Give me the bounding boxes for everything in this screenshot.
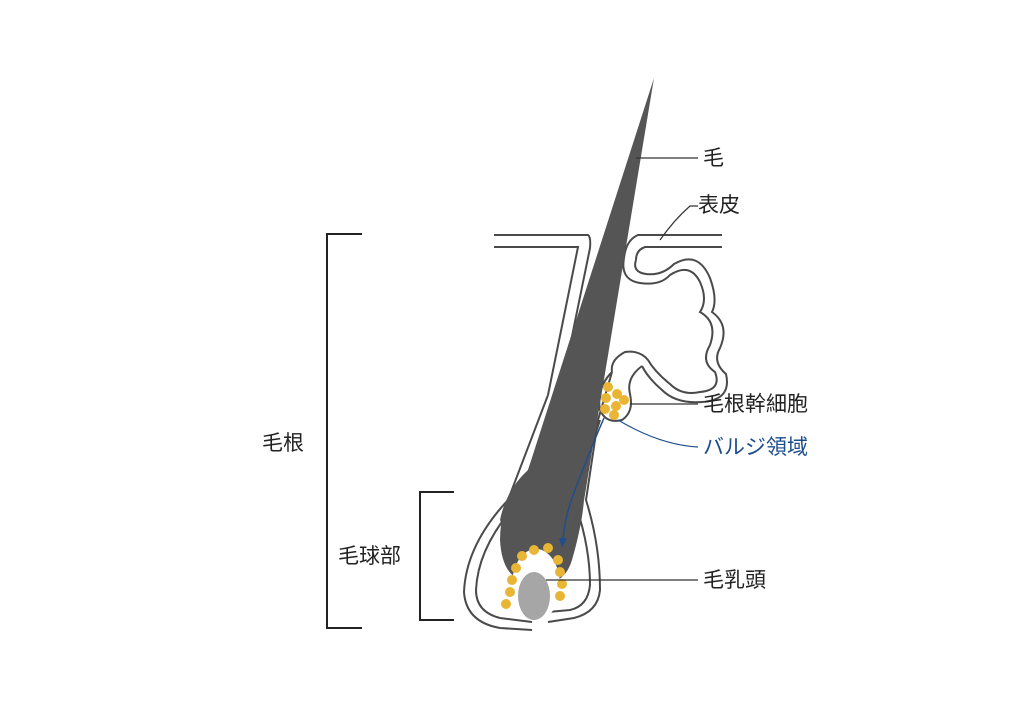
matrix-cell bbox=[507, 575, 517, 585]
epidermis-leader-line bbox=[659, 205, 698, 241]
leader-lines bbox=[546, 157, 699, 581]
matrix-cell bbox=[553, 555, 563, 565]
matrix-cell bbox=[555, 591, 565, 601]
epidermis-label: 表皮 bbox=[698, 193, 740, 217]
hair-root-bracket bbox=[326, 233, 362, 629]
dermal-papilla-label: 毛乳頭 bbox=[703, 568, 766, 592]
matrix-cell bbox=[529, 545, 539, 555]
matrix-cell bbox=[543, 543, 553, 553]
stem-cell bbox=[611, 401, 621, 411]
matrix-cell bbox=[501, 599, 511, 609]
sebaceous-gland-outline bbox=[610, 257, 728, 404]
epidermis-lines bbox=[494, 234, 722, 396]
matrix-cell bbox=[505, 587, 515, 597]
stem-cell bbox=[612, 389, 622, 399]
migration-arrowhead bbox=[559, 538, 567, 548]
stem-cell bbox=[619, 395, 629, 405]
dermal-papilla bbox=[518, 572, 550, 620]
hair-root-label: 毛根 bbox=[262, 431, 304, 455]
stem-cells-label: 毛根幹細胞 bbox=[703, 392, 808, 416]
stem-cells bbox=[600, 382, 629, 420]
matrix-cell bbox=[517, 551, 527, 561]
bulge-leader-line bbox=[617, 419, 699, 448]
migration-arrow bbox=[562, 417, 605, 541]
hair-label: 毛 bbox=[703, 146, 724, 170]
stem-cell bbox=[600, 404, 610, 414]
matrix-cell bbox=[511, 563, 521, 573]
hair-shaft-bulb bbox=[500, 150, 640, 584]
stem-cell bbox=[609, 410, 619, 420]
matrix-cell bbox=[555, 567, 565, 577]
stem-cell bbox=[601, 393, 611, 403]
hair-bulb-bracket bbox=[419, 491, 454, 621]
matrix-cell bbox=[557, 579, 567, 589]
bulge-region-label: バルジ領域 bbox=[703, 435, 808, 459]
matrix-cells bbox=[501, 543, 567, 609]
stem-cell bbox=[603, 382, 613, 392]
hair-bulb-label: 毛球部 bbox=[338, 544, 401, 568]
